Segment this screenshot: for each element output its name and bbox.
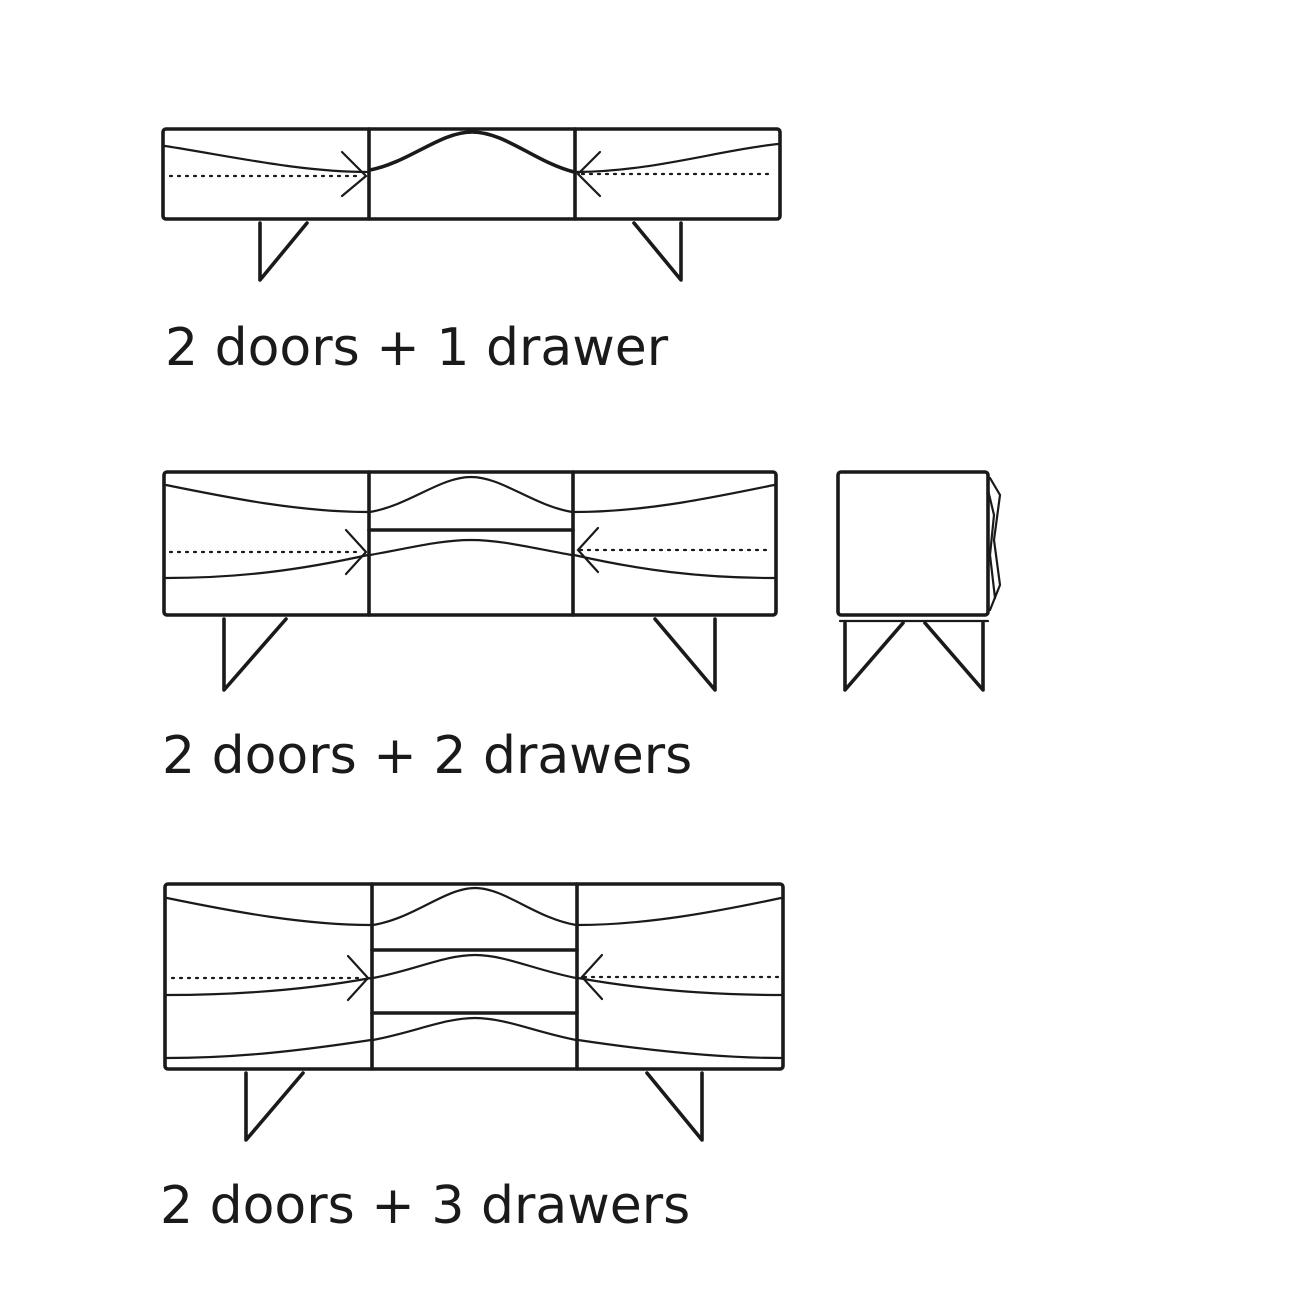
right-door-middle-wave: [576, 976, 783, 997]
side-view-back-leg: [923, 621, 985, 692]
sideboard-2-doors-1-drawer: [161, 127, 782, 282]
middle-drawer-wave: [371, 953, 578, 980]
right-door-wave: [574, 142, 780, 174]
drawer-wave: [368, 130, 576, 174]
right-door-upper-wave: [572, 483, 776, 514]
right-door-arrowhead: [576, 526, 600, 574]
variant-caption: 2 doors + 1 drawer: [165, 318, 669, 378]
right-door-lower-wave: [572, 553, 776, 580]
left-door-middle-wave: [165, 976, 373, 997]
right-door-arrowhead: [576, 150, 602, 198]
variant-caption: 2 doors + 2 drawers: [162, 726, 693, 786]
left-door-lower-wave: [164, 553, 370, 580]
left-door-arrowhead: [344, 528, 368, 576]
left-leg: [244, 1071, 305, 1142]
left-door-arrowhead: [340, 150, 368, 198]
right-leg: [632, 221, 683, 282]
side-view-front-profile-inner: [986, 488, 997, 600]
right-door-upper-wave: [576, 896, 783, 927]
bottom-drawer-wave: [371, 1016, 578, 1042]
sideboard-2-doors-2-drawers: [162, 470, 1002, 692]
sideboard-2-doors-3-drawers: [163, 882, 785, 1142]
right-leg: [653, 617, 717, 692]
top-drawer-wave: [368, 475, 574, 514]
side-view-front-profile: [988, 476, 1002, 612]
cabinet-body: [162, 470, 778, 617]
left-door-upper-wave: [164, 483, 370, 514]
bottom-drawer-wave: [368, 538, 574, 557]
top-drawer-wave: [371, 886, 578, 927]
side-view-front-leg: [843, 621, 905, 692]
cabinet-body: [163, 882, 785, 1071]
left-door-wave: [163, 144, 370, 174]
sideboard-side-view: [836, 470, 1002, 692]
side-view-body: [836, 470, 990, 617]
right-leg: [645, 1071, 704, 1142]
left-leg: [222, 617, 288, 692]
left-door-arrowhead: [346, 954, 370, 1002]
left-leg: [258, 221, 309, 282]
left-door-lower-wave: [165, 1038, 373, 1060]
cabinet-body: [161, 127, 782, 221]
right-door-lower-wave: [576, 1038, 783, 1060]
left-door-upper-wave: [165, 896, 373, 927]
variant-caption: 2 doors + 3 drawers: [160, 1176, 691, 1236]
right-door-arrowhead: [580, 953, 604, 1001]
